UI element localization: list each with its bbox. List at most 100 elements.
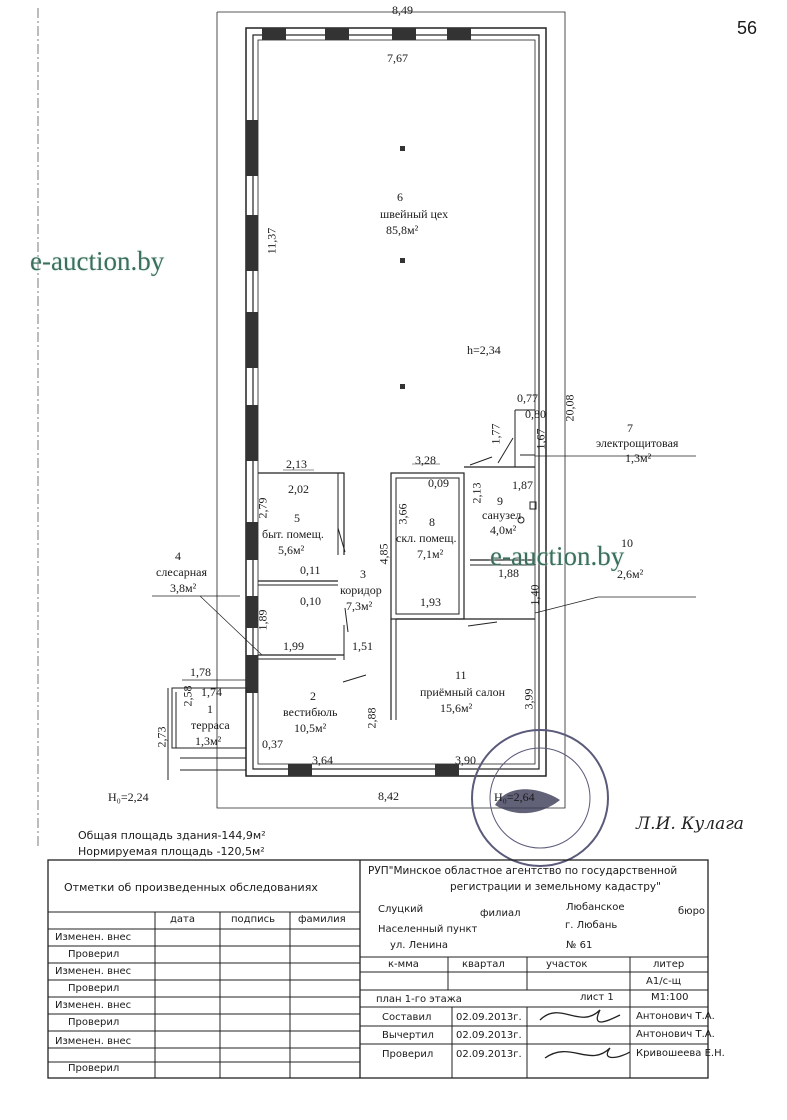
watermark: e-auction.by [30, 246, 165, 276]
page-number: 56 [737, 18, 758, 38]
col-kvartal: квартал [462, 959, 505, 970]
dim: 1,67 [533, 428, 548, 450]
col-sign: подпись [231, 914, 275, 925]
form-left-title: Отметки об произведенных обследованиях [64, 881, 318, 894]
room-7-name: электрощитовая [596, 436, 679, 450]
bureau-city: Любанское [566, 902, 625, 913]
dim: 3,99 [521, 688, 536, 710]
sheet: лист 1 [580, 992, 614, 1003]
row-label: Изменен. внес [55, 1036, 132, 1047]
dim: 0,11 [300, 563, 321, 577]
dim: 1,51 [352, 639, 373, 653]
room-3-name: коридор [340, 583, 382, 597]
dim: 0,10 [300, 594, 321, 608]
room-8-name: скл. помещ. [396, 531, 457, 545]
room-2-name: вестибюль [283, 705, 338, 719]
room-6-num: 6 [397, 190, 403, 204]
dim: 2,58 [180, 685, 195, 707]
row-label: Изменен. внес [55, 932, 132, 943]
dim-bottom-right: 3,90 [455, 753, 476, 767]
room-1-name: терраса [191, 718, 230, 732]
room-9-num: 9 [497, 494, 503, 508]
room-8-area: 7,1м² [417, 547, 444, 561]
dim: 2,02 [288, 482, 309, 496]
dim: 0,09 [428, 476, 449, 490]
street: ул. Ленина [390, 940, 449, 951]
dim: 2,88 [364, 707, 379, 729]
row-label: Проверил [68, 983, 120, 994]
dim-bottom-left: 3,64 [312, 753, 333, 767]
dim: 0,77 [517, 391, 538, 405]
room-1-area: 1,3м² [195, 734, 222, 748]
room-5-num: 5 [294, 511, 300, 525]
elevation-left: H₀=2,24 [108, 790, 149, 804]
row-label: Проверил [68, 949, 120, 960]
ceiling-height: h=2,34 [467, 343, 501, 357]
dim: 2,73 [154, 726, 169, 748]
org-line1: РУП"Минское областное агентство по госуд… [368, 865, 678, 877]
settlement-label: Населенный пункт [378, 924, 478, 935]
room-5-name: быт. помещ. [262, 527, 324, 541]
dim: 1,77 [488, 423, 503, 445]
col-uchastok: участок [546, 959, 588, 970]
room-6-area: 85,8м² [386, 223, 419, 237]
row-label: Изменен. внес [55, 966, 132, 977]
room-9-name: санузел [482, 508, 522, 522]
room-11-area: 15,6м² [440, 701, 473, 715]
branch-label: филиал [480, 908, 521, 919]
house: № 61 [566, 940, 593, 951]
signature-text: Л.И. Кулага [636, 814, 744, 834]
row-label: Проверил [68, 1063, 120, 1074]
dim: 4,85 [376, 543, 391, 565]
col-surname: фамилия [298, 914, 346, 925]
name-checked: Кривошеева Е.Н. [636, 1048, 725, 1059]
normalized-area: Нормируемая площадь -120,5м² [78, 845, 265, 858]
dim: 2,13 [469, 482, 484, 504]
dim: 1,99 [283, 639, 304, 653]
liter: А1/с-щ [646, 976, 682, 987]
room-4-area: 3,8м² [170, 581, 197, 595]
room-3-area: 7,3м² [346, 599, 373, 613]
room-11-num: 11 [455, 668, 467, 682]
dim: 1,78 [190, 665, 211, 679]
dim-left-height: 11,37 [264, 227, 279, 255]
org-line2: регистрации и земельному кадастру" [450, 881, 661, 893]
room-2-num: 2 [310, 689, 316, 703]
bureau-label: бюро [678, 906, 706, 917]
dim-top-outer: 8,49 [392, 3, 413, 17]
dim: 0,80 [525, 407, 546, 421]
room-3-num: 3 [360, 567, 366, 581]
col-kmma: к-мма [388, 959, 419, 970]
branch-city: Слуцкий [378, 904, 424, 915]
room-6-name: швейный цех [380, 207, 449, 221]
room-9-area: 4,0м² [490, 523, 517, 537]
date-drawn: 02.09.2013г. [456, 1030, 522, 1041]
room-11-name: приёмный салон [420, 685, 505, 699]
date-composed: 02.09.2013г. [456, 1012, 522, 1023]
room-2-area: 10,5м² [294, 721, 327, 735]
row-label: Изменен. внес [55, 1000, 132, 1011]
room-1-num: 1 [207, 702, 213, 716]
dim: 1,40 [527, 584, 542, 606]
plan-label: план 1-го этажа [376, 994, 462, 1005]
dim: 0,37 [262, 737, 283, 751]
dim-right-height: 20,08 [562, 394, 577, 422]
col-date: дата [170, 914, 195, 925]
drawn-label: Вычертил [382, 1030, 434, 1041]
room-10-num: 10 [621, 536, 633, 550]
room-4-num: 4 [175, 549, 181, 563]
elevation-right: H₀=2,64 [494, 790, 535, 804]
total-area: Общая площадь здания-144,9м² [78, 829, 266, 842]
scale: М1:100 [651, 992, 689, 1003]
room-7-num: 7 [627, 421, 633, 435]
name-drawn: Антонович Т.А. [636, 1029, 715, 1040]
dim: 1,88 [498, 566, 519, 580]
dim: 1,74 [201, 685, 222, 699]
col-liter: литер [653, 959, 685, 970]
dim: 1,87 [512, 478, 533, 492]
dim: 2,79 [255, 497, 270, 519]
dim: 1,89 [255, 609, 270, 631]
room-7-area: 1,3м² [625, 451, 652, 465]
date-checked: 02.09.2013г. [456, 1049, 522, 1060]
dim: 2,13 [286, 457, 307, 471]
